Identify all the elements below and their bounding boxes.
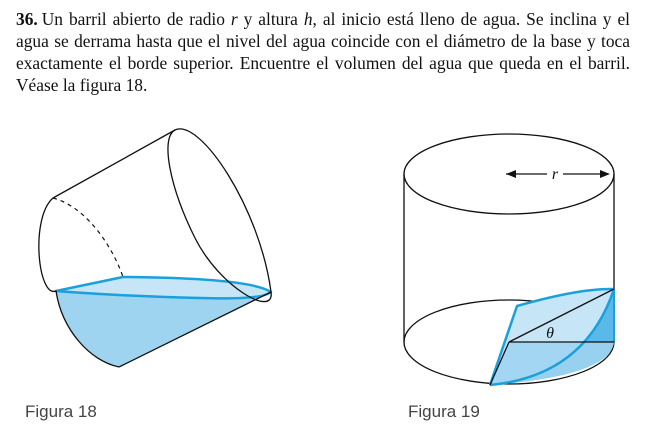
base-diameter-line (489, 341, 510, 386)
water-surface (54, 275, 273, 300)
barrel-bottom-hidden-edge (52, 197, 124, 278)
problem-text-2: y altura (237, 9, 304, 29)
figure-19-caption: Figura 19 (408, 402, 480, 421)
variable-h: h (303, 9, 313, 29)
problem-text-3: , al inicio está lleno de agua. Se incli… (16, 9, 630, 95)
wedge-hypotenuse (508, 288, 615, 343)
figure-19-cylinder-wedge: r θ (403, 133, 616, 387)
wedge-slanted-edge (488, 287, 615, 386)
problem-number: 36. (16, 9, 38, 29)
arrowhead-left-icon (506, 170, 516, 178)
wedge-base-triangle (490, 342, 614, 385)
radius-label: r (552, 166, 559, 183)
problem-statement: 36.Un barril abierto de radio r y altura… (16, 8, 630, 96)
angle-label: θ (546, 325, 554, 342)
figure-18-caption: Figura 18 (25, 402, 97, 421)
barrel-upper-side (52, 129, 176, 199)
problem-text-1: Un barril abierto de radio (41, 9, 231, 29)
wedge-curved-edge (489, 288, 616, 387)
barrel-open-top-rim (167, 128, 272, 303)
arrowhead-right-icon (600, 170, 610, 178)
barrel-lower-side (118, 291, 272, 368)
variable-r: r (230, 9, 238, 29)
figure-18-tilted-barrel (38, 128, 273, 368)
barrel-bottom-edge (38, 197, 120, 368)
